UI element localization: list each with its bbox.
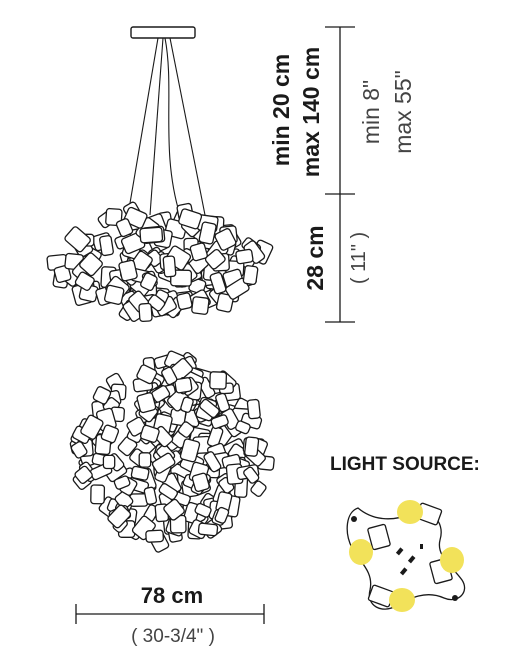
petal-shape — [103, 284, 125, 305]
petal-shape — [158, 483, 178, 501]
body-height-imperial-label: ( 11" ) — [348, 232, 370, 284]
petal-shape — [191, 472, 210, 492]
petal-shape — [113, 475, 131, 490]
light-source-heading: LIGHT SOURCE: — [330, 454, 480, 475]
petal-shape — [100, 424, 120, 444]
petal-shape — [235, 248, 254, 265]
petal-shape — [243, 466, 260, 484]
bulb-icon — [349, 539, 373, 565]
petal-shape — [138, 302, 153, 323]
petal-shape — [138, 452, 152, 468]
petal-shape — [180, 396, 194, 413]
petal-shape — [143, 486, 158, 505]
petal-shape — [151, 452, 176, 474]
width-metric-label: 78 cm — [141, 583, 203, 608]
petal-shape — [244, 436, 260, 457]
height-min-imperial-label: min 8" — [358, 80, 384, 144]
lamp-side-view-petals — [46, 201, 274, 323]
petal-shape — [197, 522, 219, 537]
petal-shape — [198, 221, 217, 245]
petal-shape — [161, 366, 178, 386]
petal-shape — [74, 271, 95, 291]
petal-shape — [191, 296, 210, 315]
canopy — [130, 26, 196, 39]
petal-shape — [179, 438, 201, 463]
light-source-fixture — [346, 500, 466, 612]
petal-shape — [214, 506, 230, 524]
petal-shape — [176, 292, 193, 311]
petal-shape — [250, 480, 267, 497]
petal-shape — [203, 451, 222, 473]
petal-shape — [139, 226, 164, 244]
height-min-metric-label: min 20 cm — [268, 54, 294, 167]
width-imperial-label: ( 30-3/4" ) — [131, 626, 215, 647]
petal-shape — [204, 248, 226, 270]
petal-shape — [174, 377, 193, 394]
petal-shape — [53, 264, 72, 284]
width-dimension-line — [75, 604, 265, 624]
petal-shape — [136, 392, 157, 414]
lamp-top-view-petals — [69, 350, 275, 553]
petal-shape — [177, 421, 195, 438]
petal-shape — [215, 292, 234, 313]
petal-shape — [70, 441, 88, 459]
petal-shape — [140, 272, 158, 292]
petal-shape — [235, 420, 251, 435]
petal-shape — [92, 386, 112, 405]
petal-shape — [139, 424, 160, 443]
petal-shape — [74, 465, 93, 485]
petal-shape — [189, 242, 208, 262]
petal-shape — [118, 259, 138, 282]
petal-shape — [162, 255, 177, 278]
petal-shape — [147, 294, 166, 312]
body-height-metric-label: 28 cm — [302, 225, 328, 290]
petal-shape — [99, 235, 114, 257]
bulb-icon — [440, 547, 464, 573]
suspension-cables — [127, 37, 206, 216]
petal-shape — [80, 414, 104, 440]
petal-shape — [199, 398, 220, 419]
petal-shape — [210, 414, 229, 430]
petal-shape — [145, 529, 164, 543]
petal-shape — [209, 271, 227, 295]
height-max-imperial-label: max 55" — [390, 70, 416, 154]
petal-shape — [194, 502, 212, 518]
petal-shape — [163, 498, 185, 521]
petal-shape — [209, 371, 228, 390]
bulbs — [349, 500, 464, 612]
bulb-icon — [397, 500, 423, 524]
height-dimension-line — [325, 26, 355, 323]
bulb-icon — [389, 588, 415, 612]
petal-shape — [178, 208, 203, 230]
petal-shape — [242, 265, 259, 286]
petal-shape — [136, 364, 158, 385]
petal-shape — [102, 454, 116, 470]
petal-shape — [90, 484, 106, 505]
petal-shape — [246, 398, 261, 420]
petal-shape — [107, 504, 132, 529]
petal-shape — [115, 218, 134, 238]
height-max-metric-label: max 140 cm — [298, 47, 324, 177]
petal-shape — [214, 228, 237, 251]
petal-shape — [64, 226, 91, 253]
petal-shape — [79, 252, 103, 277]
